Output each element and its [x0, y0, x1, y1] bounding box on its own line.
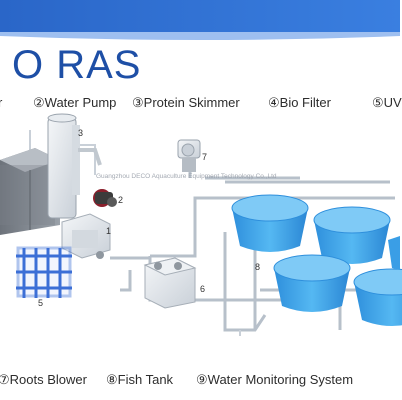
- monitoring-cabinet: [143, 257, 197, 309]
- watermark: Guangzhou DECO Aquaculture Equipment Tec…: [96, 173, 277, 180]
- bio-filter-unit: [0, 148, 60, 235]
- callout-2: 2: [118, 195, 124, 205]
- header-banner: [0, 0, 400, 40]
- legend-fish-tank: ⑧Fish Tank: [106, 372, 174, 387]
- uv-lamp-rack: [16, 246, 72, 298]
- roots-blower: [177, 139, 201, 172]
- legend-water-pump: ②Water Pump: [33, 95, 117, 110]
- uv-sterilizer: [61, 213, 111, 259]
- page-title: O RAS: [12, 43, 142, 87]
- callout-5: 5: [38, 298, 44, 308]
- legend-protein-skimmer: ③Protein Skimmer: [132, 95, 240, 110]
- callout-7: 7: [202, 152, 208, 162]
- callout-6: 6: [200, 284, 206, 294]
- fish-tank-group: [231, 194, 402, 326]
- legend-item-cut: r: [0, 95, 3, 110]
- legend-bio-filter: ④Bio Filter: [268, 95, 331, 110]
- fish-tank: [231, 194, 309, 252]
- protein-skimmer: [47, 113, 102, 219]
- fish-tank: [388, 236, 400, 270]
- fish-tank: [353, 268, 402, 326]
- water-pump: [93, 189, 117, 207]
- legend-roots-blower: ⑦Roots Blower: [0, 372, 87, 387]
- legend-water-monitoring: ⑨Water Monitoring System: [196, 372, 354, 387]
- callout-8: 8: [255, 262, 261, 272]
- fish-tank: [313, 206, 391, 264]
- legend-uv: ⑤UV: [372, 95, 402, 110]
- callout-3: 3: [78, 128, 84, 138]
- callout-1: 1: [106, 226, 112, 236]
- fish-tank: [273, 254, 351, 312]
